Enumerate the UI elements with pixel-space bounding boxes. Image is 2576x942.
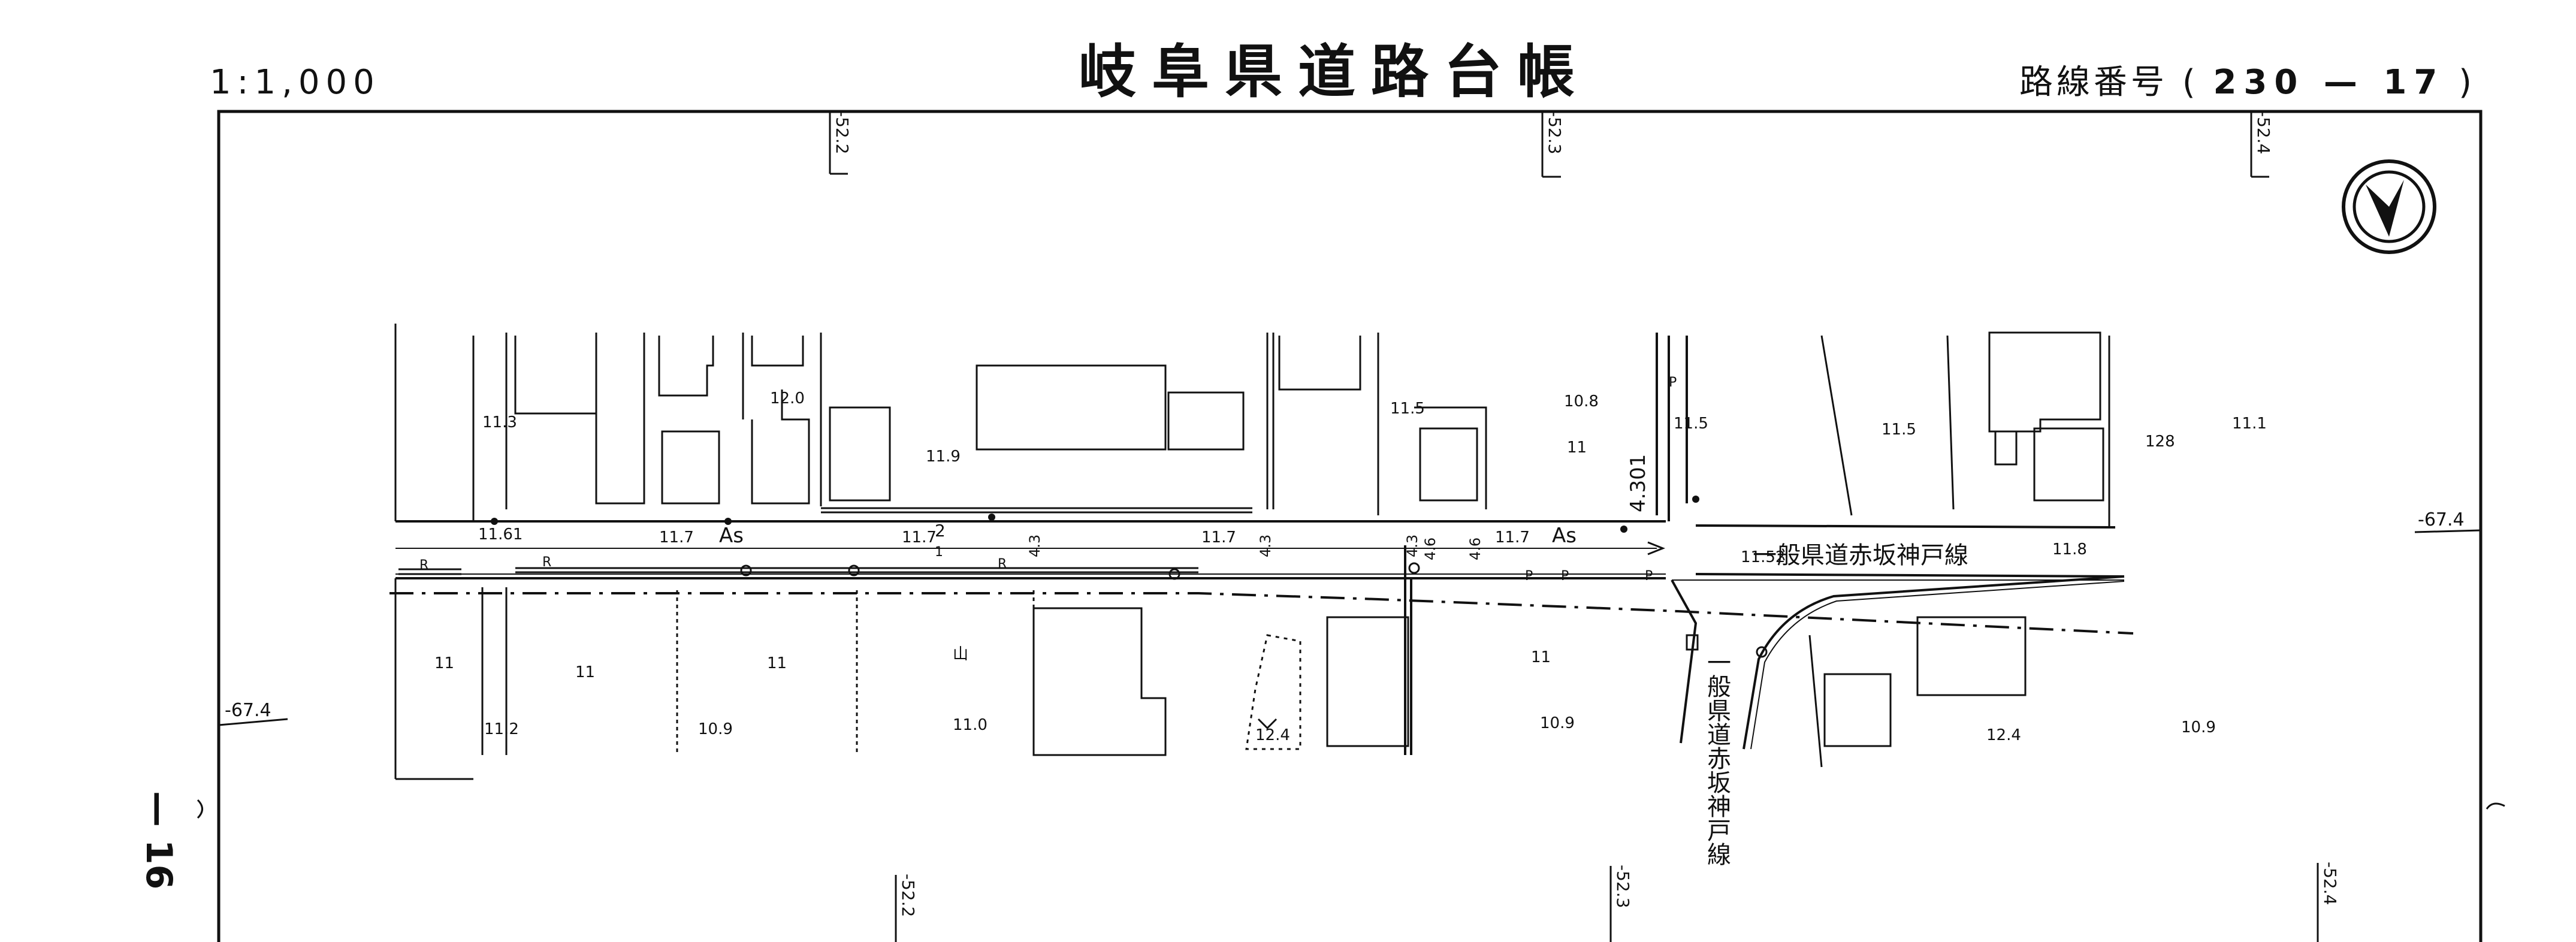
route-number-close-paren: ) (2459, 63, 2475, 102)
right-page-mark (2486, 802, 2505, 810)
buildings-north (514, 331, 2104, 509)
elev-4: 11.5 (1390, 400, 1425, 418)
elev-19: 11.0 (953, 716, 987, 734)
route-number-value: 230 — 17 (2213, 63, 2445, 102)
road-width-label: 4.301 (1626, 454, 1650, 512)
top-tick-3: -52.4 (2254, 111, 2273, 154)
width-8: 4.3 (1404, 535, 1421, 557)
width-6: 4.3 (1026, 535, 1043, 557)
elev-24: 11.2 (484, 720, 519, 738)
route-number-label: 路線番号 (2019, 63, 2168, 102)
elev-22: 12.4 (1986, 726, 2021, 744)
route-number-open-paren: ( (2182, 63, 2213, 102)
elev-17: 11 (1531, 648, 1551, 666)
bottom-grid-ticks (895, 863, 2319, 942)
post-label-1: P (1525, 569, 1533, 584)
surface-label-left: As (719, 524, 744, 548)
elev-21: 10.9 (1540, 714, 1575, 732)
elev-3: 11.9 (926, 448, 961, 466)
map-scale: 1:1,000 (210, 63, 380, 102)
road-name-vertical-text: 一般県道赤坂神戸線 (1703, 650, 1731, 866)
station-mark-1: 1 (935, 545, 943, 560)
surface-label-right: As (1552, 524, 1577, 548)
buildings-south (1032, 607, 2027, 756)
road-symbols (491, 496, 1699, 533)
width-7: 4.3 (1257, 535, 1274, 557)
elev-2: 12.0 (770, 390, 805, 407)
bottom-tick-2: -52.3 (1613, 865, 1633, 908)
road-name-vertical: 一般県道赤坂神戸線 (1703, 650, 1731, 866)
elev-8: 11.5 (1882, 421, 1916, 439)
width-5: 11.7 (1495, 529, 1530, 547)
top-tick-2: -52.3 (1545, 111, 1565, 154)
top-grid-ticks (829, 111, 2269, 178)
map-frame (217, 110, 2483, 942)
elev-18: 10.9 (698, 720, 733, 738)
page-title: 岐阜県道路台帳 (1079, 38, 1590, 105)
top-tick-1: -52.2 (832, 111, 852, 154)
elev-15: 11 (767, 654, 787, 672)
elev-13: 11 (434, 654, 454, 672)
elev-1: 11.3 (482, 413, 517, 431)
post-label-3: P (1645, 569, 1653, 584)
right-grid-tick (2414, 529, 2481, 533)
north-arrow-icon (2342, 159, 2436, 254)
road-name-horizontal: 一般県道赤坂神戸線 (1753, 542, 1968, 569)
bottom-tick-1: -52.2 (898, 874, 918, 917)
branch-road-edges (1671, 575, 2125, 750)
road-boundary-line (389, 592, 2134, 635)
elev-7: 11.5 (1674, 415, 1708, 433)
junction-lines (1404, 333, 1688, 755)
left-grid-tick (218, 718, 288, 726)
curb-lines (398, 507, 1252, 575)
route-number: 路線番号 ( 230 — 17 ) (2019, 66, 2475, 99)
bottom-tick-3: -52.4 (2320, 862, 2340, 905)
left-tick-label: -67.4 (225, 700, 271, 721)
width-2: 11.7 (659, 529, 694, 547)
elev-16: 山 (953, 645, 968, 663)
elev-20: 12.4 (1255, 726, 1290, 744)
elev-5: 10.8 (1564, 393, 1599, 410)
elev-14: 11 (575, 663, 595, 681)
width-1: 11.61 (478, 526, 523, 544)
elev-11: 11.52 (1741, 548, 1785, 566)
elev-12: 11.8 (2052, 541, 2087, 558)
station-mark-2: 2 (935, 521, 946, 541)
elev-23: 10.9 (2181, 718, 2216, 736)
spot-elevations: 11.3 12.0 11.9 11.5 10.8 11 11.5 11.5 12… (434, 390, 2267, 744)
rail-label-2: R (542, 555, 551, 570)
left-page-mark (197, 799, 203, 819)
right-tick-label: -67.4 (2418, 509, 2465, 530)
rail-label-1: R (419, 558, 428, 573)
width-10: 4.6 (1467, 538, 1484, 560)
width-4: 11.7 (1201, 529, 1236, 547)
width-9: 4.6 (1422, 538, 1439, 560)
elev-9: 128 (2145, 433, 2175, 451)
road-edges (395, 520, 2125, 581)
post-label-4: P (1669, 375, 1677, 390)
post-label-2: P (1561, 569, 1569, 584)
rail-label-3: R (998, 557, 1007, 572)
elev-6: 11 (1567, 439, 1587, 457)
elev-10: 11.1 (2232, 415, 2267, 433)
lot-lines (394, 324, 2110, 780)
width-3: 11.7 (902, 529, 937, 547)
